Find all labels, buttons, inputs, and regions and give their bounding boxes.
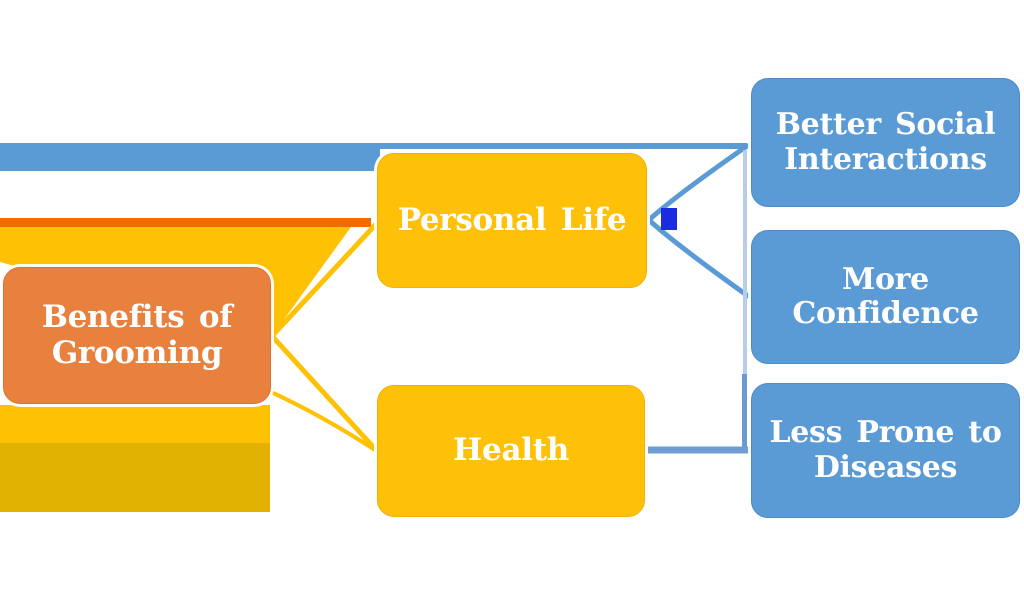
node-personal-life-label: Personal Life: [397, 201, 627, 238]
edge-benefits-to-personal-life: [269, 220, 380, 339]
node-health-label: Health: [453, 432, 569, 469]
vertical-distributor-line-lower: [742, 374, 747, 452]
orange-line: [0, 218, 371, 227]
edge-personal-life-to-more-confidence: [647, 218, 751, 299]
accent-square: [661, 208, 677, 230]
vertical-distributor-line: [743, 150, 747, 376]
edge-benefits-to-health: [269, 333, 379, 453]
edge-personal-life-to-better-social: [647, 143, 750, 222]
mustard-band: [0, 443, 270, 512]
blue-thin-line: [375, 143, 747, 149]
blue-bar: [0, 143, 380, 171]
node-health: Health: [377, 385, 645, 517]
edge-benefits-to-health-lower: [267, 389, 377, 452]
node-personal-life: Personal Life: [377, 153, 647, 288]
yellow-band: [0, 405, 270, 443]
